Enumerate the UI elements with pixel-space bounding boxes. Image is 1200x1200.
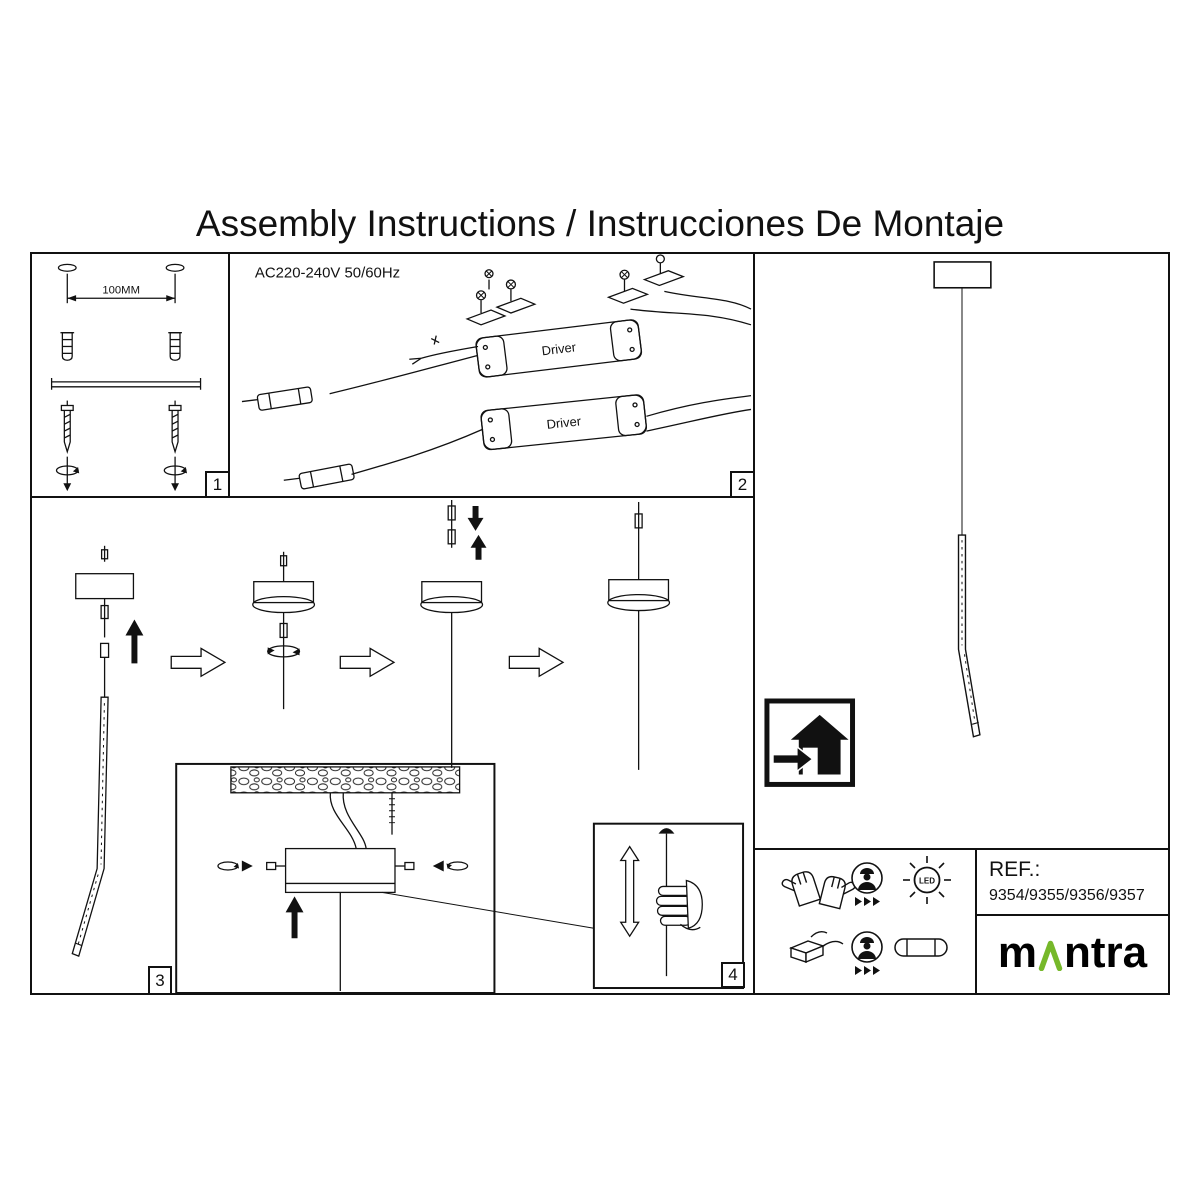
reference-block: REF.: 9354/9355/9356/9357 m ntra — [977, 850, 1168, 993]
brand-lambda-icon — [1038, 940, 1063, 971]
up-down-arrow-icon — [619, 845, 640, 938]
installer-icon — [851, 931, 883, 963]
screw-icon — [60, 400, 74, 454]
pendant-lamp — [933, 261, 992, 738]
assembly-stage-2 — [252, 551, 316, 710]
brand-text-first: m — [997, 928, 1037, 977]
cable-connector — [256, 386, 313, 411]
mount-detail-frame — [175, 762, 496, 993]
assembly-stage-4 — [607, 501, 671, 770]
next-step-arrow-icon — [508, 647, 565, 678]
svg-text:LED: LED — [919, 877, 935, 886]
assembly-stage-1 — [71, 545, 144, 958]
ref-numbers: 9354/9355/9356/9357 — [989, 887, 1145, 904]
ceiling-section — [230, 766, 461, 794]
wire — [646, 395, 752, 417]
wire — [351, 428, 484, 475]
triple-arrow-icon — [855, 897, 880, 906]
push-up-arrow-icon — [125, 619, 144, 664]
step-number-badge: 2 — [730, 471, 753, 496]
screw-icon — [168, 400, 182, 454]
driver-label: Driver — [541, 339, 578, 358]
led-icon: LED — [903, 856, 951, 904]
ceiling-mount-detail — [217, 792, 594, 992]
panel-step-1: 100MM — [30, 252, 230, 498]
pendant-drawing — [764, 261, 992, 787]
brand-logo: m ntra — [977, 928, 1168, 978]
wire — [646, 408, 752, 432]
wall-plug-icon — [60, 332, 75, 361]
step-number-badge: 3 — [148, 966, 172, 993]
cable-connector-icon — [788, 930, 844, 964]
panel-step-2: AC220-240V 50/60Hz — [230, 252, 755, 498]
footer-divider — [975, 850, 977, 993]
safety-icons: LED — [781, 856, 951, 975]
panel-footer: LED — [755, 850, 1170, 995]
mounting-hardware-drawing: 100MM — [50, 263, 202, 492]
installer-icon — [851, 862, 883, 894]
screw-icon — [484, 269, 494, 290]
triple-arrow-icon — [855, 966, 880, 975]
page-title: Assembly Instructions / Instrucciones De… — [195, 203, 1005, 244]
wire — [329, 354, 479, 395]
push-up-arrow-icon — [285, 896, 304, 939]
corner-bracket-icon — [606, 254, 752, 326]
step-number-badge: 1 — [205, 471, 228, 496]
wall-plug-icon — [168, 332, 182, 361]
wire-end — [430, 335, 440, 345]
mounting-bracket-bar — [50, 377, 202, 390]
pendant-tube — [71, 696, 109, 958]
rotation-arrow-icon — [55, 456, 80, 492]
panel-finished-pendant — [755, 252, 1170, 850]
push-up-arrow-icon — [470, 534, 487, 560]
gloves-icon — [781, 871, 856, 910]
driver-icon — [894, 938, 948, 957]
next-step-arrow-icon — [339, 647, 396, 678]
voltage-label: AC220-240V 50/60Hz — [255, 266, 400, 282]
assembly-stage-3 — [420, 499, 487, 768]
dimension-label: 100MM — [102, 284, 140, 296]
indoor-use-icon — [764, 698, 856, 787]
ref-label: REF.: — [989, 858, 1041, 881]
driver-wiring-drawing: AC220-240V 50/60Hz — [241, 254, 752, 490]
next-step-arrow-icon — [170, 647, 227, 678]
brand-text-rest: ntra — [1064, 928, 1148, 977]
hand-icon — [655, 879, 703, 931]
driver-label: Driver — [546, 413, 583, 431]
led-driver-upper: Driver — [475, 319, 643, 378]
push-down-arrow-icon — [467, 505, 484, 531]
step-number-badge: 4 — [721, 962, 745, 988]
mounting-plate-icon — [465, 279, 537, 326]
height-adjustment-inset — [619, 828, 703, 977]
dimension-100mm: 100MM — [66, 273, 176, 304]
cable-connector — [298, 463, 355, 490]
panel-step-3: 3 4 — [30, 498, 755, 995]
rotation-arrow-icon — [163, 456, 188, 492]
assembly-sequence-drawing — [71, 499, 745, 993]
ref-separator — [977, 914, 1168, 916]
ceiling-holes — [57, 263, 185, 272]
led-driver-lower: Driver — [480, 394, 648, 451]
